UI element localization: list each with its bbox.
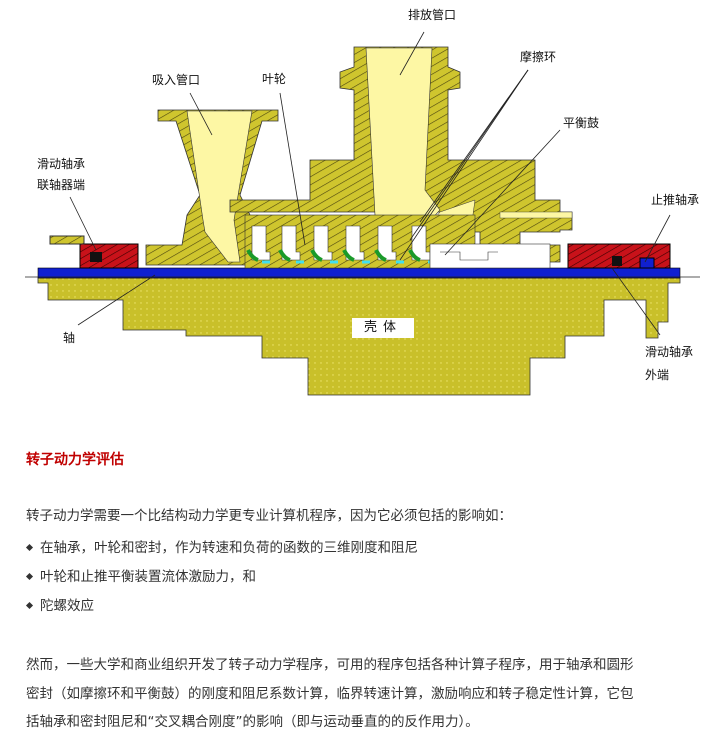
- label-shaft: 轴: [63, 331, 76, 345]
- label-journal-outboard-2: 外端: [645, 368, 670, 382]
- label-balance-drum: 平衡鼓: [563, 116, 600, 130]
- bullet-icon: [25, 601, 34, 609]
- paragraph-line: 密封（如摩擦环和平衡鼓）的刚度和阻尼系数计算，临界转速计算，激励响应和转子稳定性…: [26, 686, 634, 702]
- bullet-text: 叶轮和止推平衡装置流体激励力，和: [40, 569, 256, 585]
- bullet-icon: [25, 572, 34, 580]
- shaft: [37, 267, 681, 279]
- paragraph-line: 然而，一些大学和商业组织开发了转子动力学程序，可用的程序包括各种计算子程序，用于…: [26, 657, 634, 673]
- bullet-item: 在轴承，叶轮和密封，作为转速和负荷的函数的三维刚度和阻尼: [25, 539, 418, 557]
- bullet-text: 陀螺效应: [40, 598, 94, 614]
- label-wear-ring: 摩擦环: [520, 50, 557, 64]
- bullet-text: 在轴承，叶轮和密封，作为转速和负荷的函数的三维刚度和阻尼: [40, 540, 418, 556]
- balance-drum: [429, 243, 551, 269]
- thrust-bearing: [639, 257, 655, 269]
- label-thrust-bearing: 止推轴承: [651, 193, 700, 207]
- label-discharge: 排放管口: [408, 8, 457, 22]
- label-casing: 壳体: [352, 318, 414, 338]
- journal-bearing-coupling-end: [79, 243, 139, 269]
- leader-lines: [69, 31, 671, 336]
- label-journal-coupling-2: 联轴器端: [37, 178, 86, 192]
- intro-paragraph: 转子动力学需要一个比结构动力学更专业计算机程序，因为它必须包括的影响如：: [26, 508, 512, 524]
- bullet-icon: [25, 543, 34, 551]
- impellers: [246, 225, 436, 264]
- label-impeller: 叶轮: [262, 72, 287, 86]
- paragraph-line: 括轴承和密封阻尼和“交叉耦合刚度”的影响（即与运动垂直的的反作用力）。: [26, 714, 479, 730]
- label-journal-coupling-1: 滑动轴承: [37, 157, 86, 171]
- suction-channel: [186, 110, 253, 263]
- bullet-item: 陀螺效应: [25, 597, 94, 615]
- label-suction: 吸入管口: [152, 73, 201, 87]
- bullet-item: 叶轮和止推平衡装置流体激励力，和: [25, 568, 256, 586]
- pump-cross-section-diagram: [25, 31, 700, 396]
- section-heading: 转子动力学评估: [26, 452, 124, 468]
- label-journal-outboard-1: 滑动轴承: [645, 345, 694, 359]
